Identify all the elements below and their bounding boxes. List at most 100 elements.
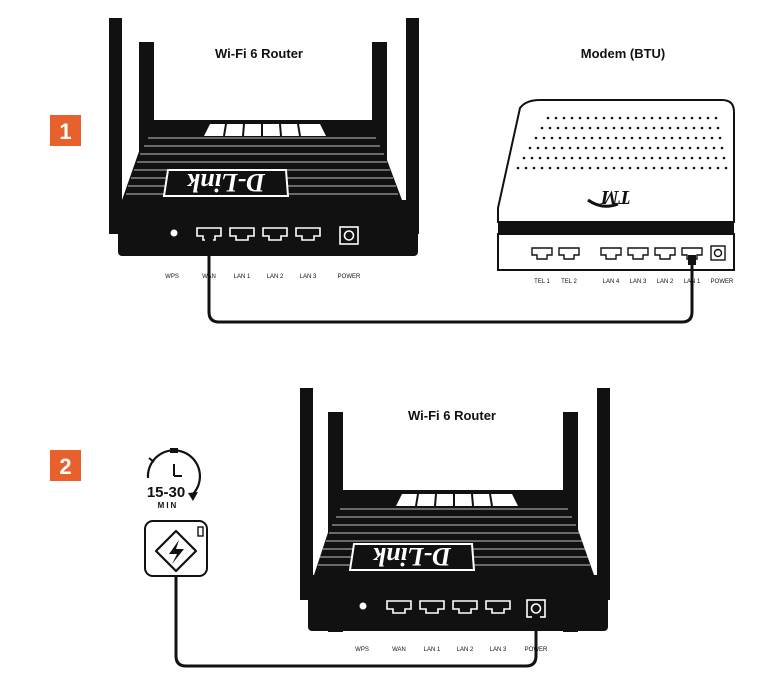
modem-vent-dot (702, 136, 706, 140)
router-2-label-wan: WAN (392, 647, 406, 653)
modem-vent-dot (626, 116, 630, 120)
modem-vent-dot (562, 116, 566, 120)
modem-label-power: POWER (711, 279, 734, 285)
modem-vent-dot (668, 126, 672, 130)
modem-vent-dot (674, 156, 678, 160)
modem-vent-dot (666, 156, 670, 160)
modem-brand: TM (600, 186, 631, 208)
modem-vent-dot (652, 166, 656, 170)
modem-vent-dot (576, 146, 580, 150)
modem-vent-dot (572, 126, 576, 130)
power-cable (174, 576, 538, 668)
modem-vent-dot (690, 116, 694, 120)
router-1-label-power: POWER (338, 274, 361, 280)
modem-vent-dot (622, 136, 626, 140)
modem-vent-dot (716, 126, 720, 130)
modem-vent-dot (556, 126, 560, 130)
power-outlet-icon (144, 520, 208, 577)
modem-vent-dot (682, 156, 686, 160)
modem-vent-dot (712, 146, 716, 150)
step-2-badge (50, 450, 81, 481)
modem-vent-dot (710, 136, 714, 140)
modem-vent-dot (550, 136, 554, 140)
modem-vent-dot (534, 136, 538, 140)
timer-value: 15-30 (147, 484, 185, 501)
modem-vent-dot (580, 166, 584, 170)
router-2-body-front (308, 575, 608, 631)
modem-vent-dot (720, 146, 724, 150)
router-1-port-wan (196, 227, 222, 241)
modem-vent-dot (612, 126, 616, 130)
modem-label-lan4: LAN 4 (603, 279, 620, 285)
power-plug-router (532, 614, 540, 624)
modem-vent-dot (692, 166, 696, 170)
modem-vent-dot (592, 146, 596, 150)
modem-vent-dot (540, 126, 544, 130)
modem-vent-dot (636, 126, 640, 130)
modem-vent-dot (552, 146, 556, 150)
ethernet-plug-modem (688, 255, 696, 265)
modem-vent-dot (578, 156, 582, 160)
modem-vent-dot (704, 146, 708, 150)
router-2-led-strip (396, 494, 518, 506)
modem-vent-dot (630, 136, 634, 140)
ethernet-plug-router (205, 238, 213, 248)
modem-vent-dot (604, 166, 608, 170)
step-2: 2 Wi-Fi 6 Router 15-30 MIN (50, 388, 610, 668)
modem-vent-dot (682, 116, 686, 120)
modem-vent-dot (530, 156, 534, 160)
modem-vent-dot (722, 156, 726, 160)
step-1: 1 Wi-Fi 6 Router Modem (BTU) (50, 18, 735, 324)
modem-vent-dot (698, 156, 702, 160)
modem-vent-dot (624, 146, 628, 150)
router-2-port-wan (386, 600, 412, 614)
modem-vent-dot (628, 126, 632, 130)
modem-brand-swoosh (587, 198, 619, 208)
modem-label-tel1: TEL 1 (534, 279, 550, 285)
router-2-label-lan1: LAN 1 (424, 647, 441, 653)
modem-vent-dot (706, 116, 710, 120)
modem-vent-dot (594, 156, 598, 160)
modem-label-tel2: TEL 2 (561, 279, 577, 285)
modem-vent-dot (650, 116, 654, 120)
modem-vent-dot (660, 126, 664, 130)
modem-vent-dot (554, 116, 558, 120)
router-1-brand-plate (162, 169, 290, 197)
modem-vent-dot (644, 126, 648, 130)
router-1-port-lan1 (229, 227, 255, 241)
modem-vent-dot (692, 126, 696, 130)
modem-port-lan4 (600, 247, 622, 260)
modem-vent-dot (690, 156, 694, 160)
timer-unit: MIN (158, 501, 179, 510)
modem-vent-dot (610, 156, 614, 160)
modem-vent-dot (524, 166, 528, 170)
modem-vent-dot (596, 166, 600, 170)
router-1-label-wps: WPS (165, 274, 179, 280)
modem-vent-dot (680, 146, 684, 150)
modem-vent-dot (658, 156, 662, 160)
router-1-port-panel (170, 226, 359, 245)
modem-vent-dot (618, 156, 622, 160)
stopwatch-icon: 15-30 MIN (147, 448, 202, 510)
modem-vent-dot (714, 156, 718, 160)
router-1-antenna-left-back (109, 18, 122, 234)
modem-vent-dot (582, 136, 586, 140)
router-2-brand: D-Link (373, 542, 452, 571)
modem-vent-dot (686, 136, 690, 140)
router-2-label-lan3: LAN 3 (490, 647, 507, 653)
router-2-title: Wi-Fi 6 Router (408, 408, 496, 423)
modem-vent-dot (558, 136, 562, 140)
modem-label-lan2: LAN 2 (657, 279, 674, 285)
router-1-label-lan3: LAN 3 (300, 274, 317, 280)
modem-vent-dot (656, 146, 660, 150)
modem-vent-dot (638, 136, 642, 140)
modem-vent-dot (564, 166, 568, 170)
modem-vent-dot (648, 146, 652, 150)
modem-vent-dot (642, 156, 646, 160)
modem-vent-dot (706, 156, 710, 160)
router-2-brand-plate (348, 543, 476, 571)
modem-vent-dot (580, 126, 584, 130)
router-1-label-lan1: LAN 1 (234, 274, 251, 280)
modem-vent-dot (574, 136, 578, 140)
